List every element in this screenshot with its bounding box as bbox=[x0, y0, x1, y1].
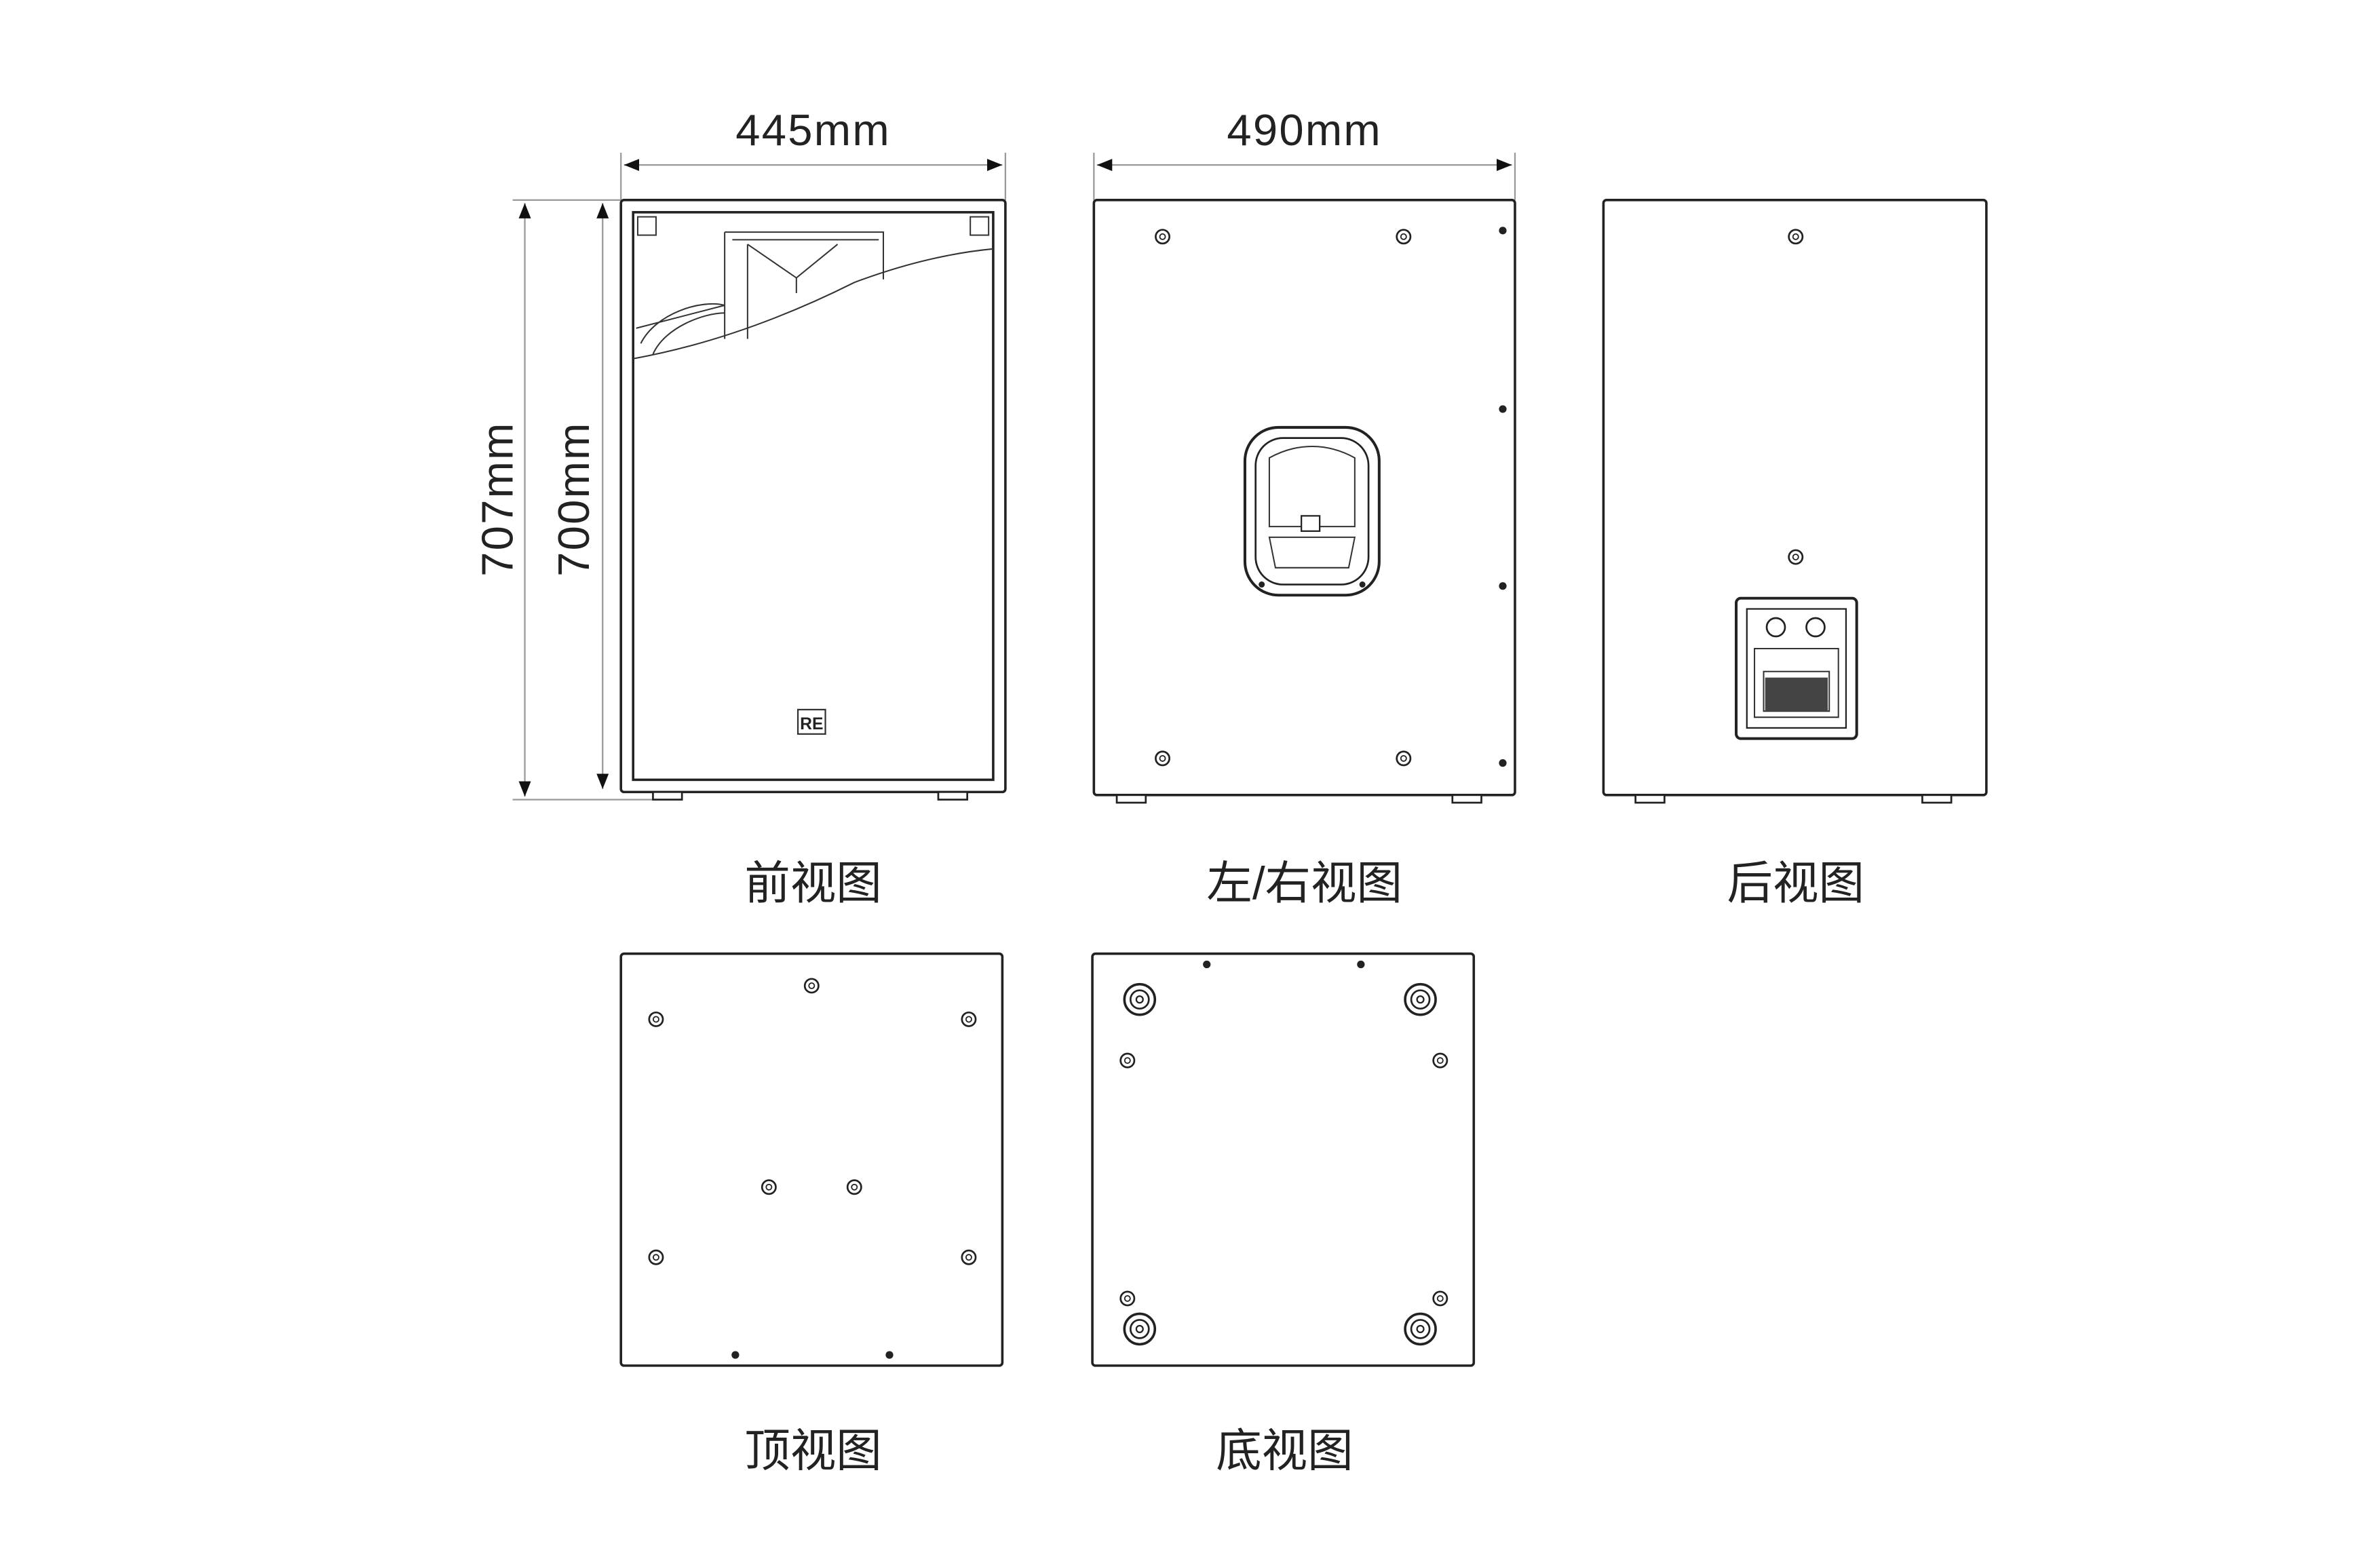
width-dimension-front: 445mm bbox=[620, 105, 1007, 200]
total-height-label: 707mm bbox=[473, 421, 522, 577]
back-view bbox=[1602, 199, 1988, 804]
front-view-label: 前视图 bbox=[744, 858, 881, 909]
brand-logo bbox=[796, 708, 826, 735]
height-dimension-total: 707mm bbox=[473, 199, 656, 801]
back-view-label: 后视图 bbox=[1727, 858, 1864, 909]
handle-icon bbox=[1243, 425, 1381, 597]
bottom-view-label: 底视图 bbox=[1216, 1425, 1353, 1476]
width-dimension-side: 490mm bbox=[1093, 105, 1516, 200]
front-width-label: 445mm bbox=[735, 105, 891, 155]
connector-plate-icon bbox=[1735, 596, 1858, 740]
bottom-view bbox=[1091, 952, 1476, 1367]
top-view-label: 顶视图 bbox=[744, 1425, 881, 1476]
side-view-label: 左/右视图 bbox=[1206, 858, 1402, 909]
side-width-label: 490mm bbox=[1227, 105, 1382, 155]
cabinet-height-label: 700mm bbox=[549, 421, 598, 577]
top-view bbox=[619, 952, 1004, 1367]
side-view bbox=[1092, 199, 1516, 804]
brand-logo-text: RE bbox=[800, 715, 823, 733]
front-view: RE bbox=[619, 199, 1007, 801]
height-dimension-cabinet: 700mm bbox=[549, 203, 609, 789]
